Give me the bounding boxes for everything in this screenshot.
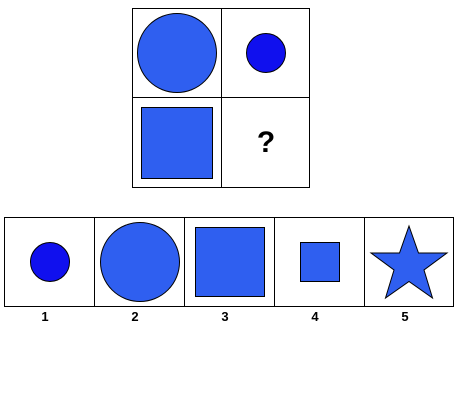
option-2-label: 2 (131, 309, 139, 324)
option-4[interactable] (275, 218, 365, 306)
grid-cell-bottom-left (133, 98, 222, 187)
grid-cell-bottom-right: ? (222, 98, 310, 187)
small-square-shape (299, 242, 340, 282)
large-circle-shape (99, 222, 180, 302)
option-5-label: 5 (401, 309, 409, 324)
large-square-shape (194, 227, 265, 297)
option-1[interactable] (5, 218, 95, 306)
small-circle-shape (29, 242, 70, 282)
option-1-label: 1 (41, 309, 49, 324)
answer-options (4, 217, 454, 307)
option-5[interactable] (365, 218, 453, 306)
small-circle-shape (246, 33, 286, 73)
option-2[interactable] (95, 218, 185, 306)
large-circle-shape (137, 13, 217, 93)
large-square-shape (141, 106, 213, 179)
option-3-label: 3 (221, 309, 229, 324)
grid-cell-top-left (133, 9, 222, 98)
option-4-label: 4 (311, 309, 319, 324)
star-shape (369, 224, 449, 300)
puzzle-grid: ? (132, 8, 310, 188)
grid-cell-top-right (222, 9, 310, 98)
option-3[interactable] (185, 218, 275, 306)
question-mark: ? (256, 125, 276, 159)
